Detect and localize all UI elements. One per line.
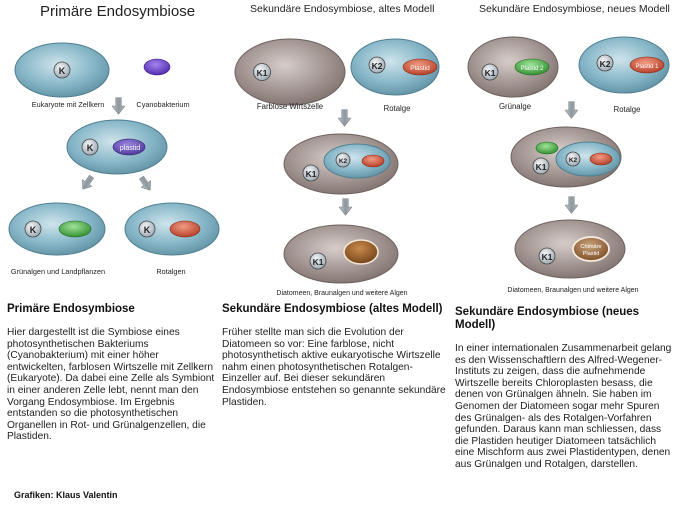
nucleus-icon: [481, 63, 499, 81]
nucleus-icon: [53, 61, 71, 79]
nucleus-icon: [596, 54, 614, 72]
plastid-label: plastid: [120, 145, 140, 152]
red-plastid-icon: [629, 56, 665, 74]
nucleus-icon: [253, 63, 271, 81]
nucleus-label: K2: [569, 157, 578, 164]
arrow-down-icon: [338, 109, 351, 127]
nucleus-label: K1: [536, 162, 547, 172]
nucleus-icon: [368, 56, 386, 74]
nucleus-icon: [538, 247, 556, 265]
secondary-new-merged-cell: K2 K1: [510, 126, 622, 188]
plastid-label: Plastid 2: [520, 66, 544, 72]
red-plastid-icon: [169, 220, 201, 238]
plastid-label: Plastid 1: [635, 64, 659, 70]
diatom-cell-old: K1: [283, 224, 399, 284]
nucleus-label: K: [87, 143, 94, 153]
body-secondary-new: In einer internationalen Zusammenarbeit …: [455, 343, 672, 470]
heading-secondary-old: Sekundäre Endosymbiose (altes Modell): [222, 303, 443, 315]
text-column-primary: Primäre Endosymbiose Hier dargestellt is…: [7, 303, 215, 443]
arrow-down-icon: [112, 97, 125, 115]
brown-plastid-icon: [343, 239, 379, 265]
label-red-alga-new: Rotalge: [614, 105, 641, 114]
text-column-secondary-old: Sekundäre Endosymbiose (altes Modell) Fr…: [222, 303, 450, 408]
nucleus-icon: [24, 220, 42, 238]
body-primary: Hier dargestellt ist die Symbiose eines …: [7, 327, 215, 443]
plastid-icon: [112, 138, 146, 156]
nucleus-icon: [565, 151, 581, 167]
nucleus-label: K1: [542, 252, 553, 262]
plastid-label: Chimäre: [580, 244, 601, 250]
plastid-label: Plastid: [410, 65, 430, 72]
cyanobacterium-icon: [143, 58, 171, 76]
green-plastid-icon: [514, 58, 550, 76]
nucleus-label: K2: [339, 158, 348, 165]
label-cyanobacterium: Cyanobakterium: [136, 100, 189, 109]
green-plastid-icon: [535, 141, 559, 155]
label-diatoms-old: Diatomeen, Braunalgen und weitere Algen: [276, 290, 407, 297]
title-secondary-old: Sekundäre Endosymbiose, altes Modell: [250, 3, 434, 15]
red-alga-cell-old: K2 Plastid: [350, 38, 440, 96]
nucleus-label: K2: [600, 59, 611, 69]
title-primary: Primäre Endosymbiose: [40, 3, 195, 20]
nucleus-icon: [302, 164, 320, 182]
label-red-alga-old: Rotalge: [384, 104, 411, 113]
nucleus-label: K1: [313, 257, 324, 267]
nucleus-label: K: [59, 66, 66, 76]
green-alga-cell-new: K1 Plastid 2: [467, 36, 559, 98]
arrow-down-right-icon: [136, 173, 156, 195]
nucleus-label: K: [30, 225, 37, 235]
nucleus-label: K2: [372, 61, 383, 71]
title-secondary-new: Sekundäre Endosymbiose, neues Modell: [479, 3, 670, 15]
label-red-algae-primary: Rotalgen: [156, 267, 185, 276]
graphics-credit: Grafiken: Klaus Valentin: [14, 490, 118, 500]
colorless-host-cell: K1: [234, 38, 346, 106]
arrow-down-left-icon: [77, 172, 97, 194]
nucleus-icon: [138, 220, 156, 238]
nucleus-label: K1: [306, 169, 317, 179]
nucleus-label: K: [144, 225, 151, 235]
heading-secondary-new: Sekundäre Endosymbiose (neues Modell): [455, 306, 640, 331]
red-plastid-icon: [589, 152, 613, 166]
red-plastid-icon: [361, 154, 385, 168]
text-column-secondary-new: Sekundäre Endosymbiose (neues Modell) In…: [455, 306, 675, 471]
nucleus-label: K1: [485, 68, 496, 78]
green-plastid-icon: [58, 220, 92, 238]
endosymbiosis-diagram: Primäre Endosymbiose K Eukaryote mit Zel…: [8, 3, 670, 297]
nucleus-label: K1: [257, 68, 268, 78]
red-algae-cell: K: [124, 202, 220, 256]
arrow-down-icon: [339, 198, 352, 216]
arrow-down-icon: [565, 196, 578, 214]
nucleus-icon: [335, 152, 351, 168]
label-green-algae-land: Grünalgen und Landpflanzen: [11, 267, 105, 276]
plastid-label: Plastid: [583, 251, 600, 257]
red-plastid-icon: [402, 58, 438, 76]
secondary-old-merged-cell: K2 K1: [283, 133, 399, 195]
nucleus-icon: [309, 252, 327, 270]
label-eukaryote: Eukaryote mit Zellkern: [32, 100, 105, 109]
label-green-alga: Grünalge: [499, 102, 531, 111]
heading-primary: Primäre Endosymbiose: [7, 303, 135, 315]
label-diatoms-new: Diatomeen, Braunalgen und weitere Algen: [507, 287, 638, 294]
arrow-down-icon: [565, 101, 578, 119]
primary-symbiosis-cell: K plastid: [66, 119, 168, 175]
red-alga-cell-new: K2 Plastid 1: [578, 36, 670, 94]
green-algae-cell: K: [8, 202, 106, 256]
nucleus-icon: [81, 138, 99, 156]
diatom-cell-new: K1 Chimäre Plastid: [514, 219, 626, 279]
eukaryote-cell: K: [14, 42, 110, 98]
chimaeric-plastid-icon: [572, 236, 610, 262]
label-colorless-host: Farblose Wirtszelle: [257, 102, 323, 111]
nucleus-icon: [532, 157, 550, 175]
body-secondary-old: Früher stellte man sich die Evolution de…: [222, 327, 446, 408]
